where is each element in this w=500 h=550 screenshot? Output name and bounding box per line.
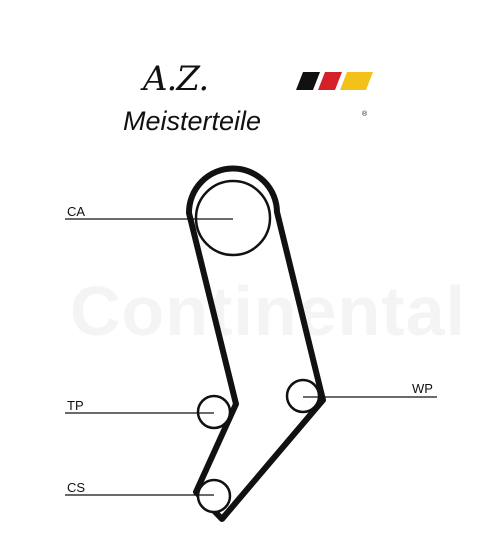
flag-stripe-gold	[340, 72, 373, 90]
label-cs: CS	[67, 480, 85, 495]
flag-stripe-black	[296, 72, 320, 90]
timing-belt	[185, 165, 326, 522]
brand-logo: A.Z. Meisterteile ®	[123, 59, 373, 136]
flag-stripe-red	[318, 72, 342, 90]
brand-initials: A.Z.	[140, 59, 208, 99]
flag-stripes-icon	[296, 72, 373, 90]
water-pump-pulley	[285, 378, 321, 414]
crankshaft-pulley	[196, 478, 232, 514]
tensioner-pulley	[196, 394, 232, 430]
label-tp: TP	[67, 398, 84, 413]
camshaft-pulley	[194, 179, 272, 257]
label-wp: WP	[412, 381, 433, 396]
label-ca: CA	[67, 204, 85, 219]
watermark-text: Continental	[70, 272, 466, 350]
brand-name: Meisterteile	[123, 106, 261, 136]
registered-mark: ®	[362, 110, 368, 118]
